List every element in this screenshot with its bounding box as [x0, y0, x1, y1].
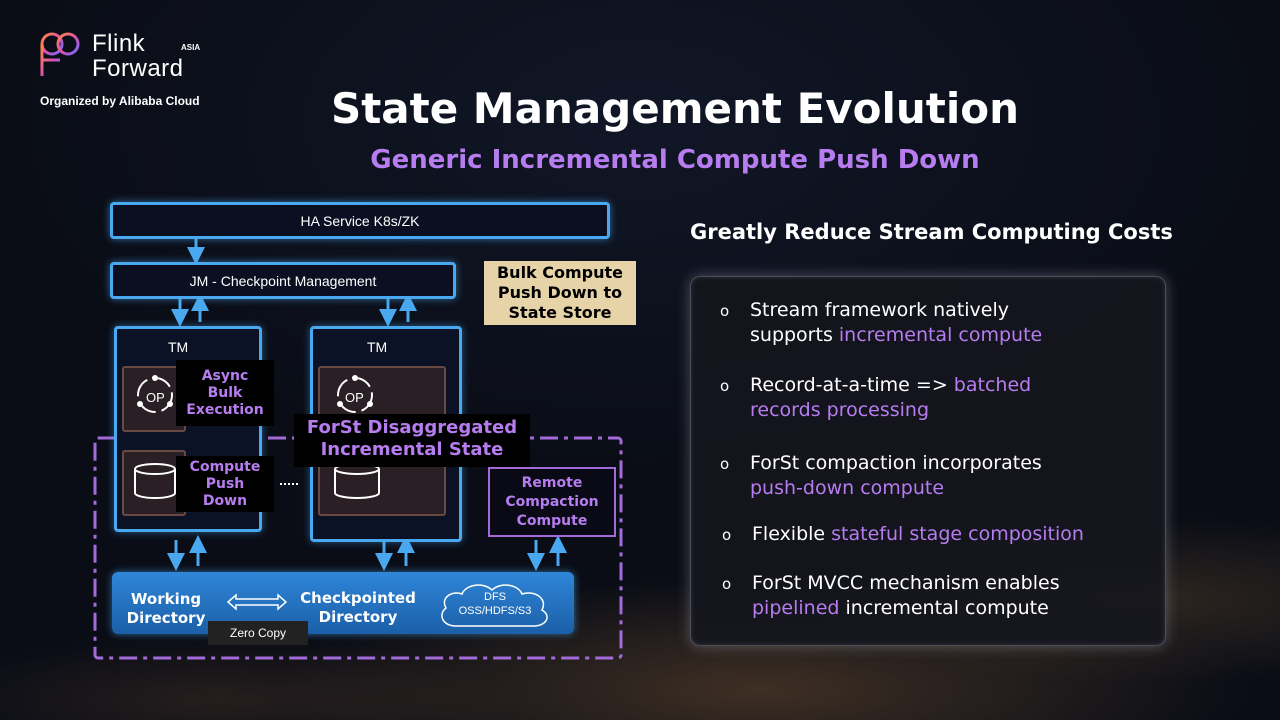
async-bulk-label: Async Bulk Execution — [176, 360, 274, 426]
ha-service-box: HA Service K8s/ZK — [110, 202, 610, 239]
forst-line2: Incremental State — [320, 439, 504, 460]
op-label-1: OP — [146, 390, 165, 405]
page-subtitle: Generic Incremental Compute Push Down — [370, 145, 980, 175]
dfs-line1: DFS — [484, 591, 506, 603]
database-icon — [334, 463, 380, 499]
compute-line1: Compute — [189, 458, 261, 475]
operator-icon — [137, 375, 173, 413]
remote-line2: Compaction — [505, 493, 599, 510]
remote-line1: Remote — [521, 474, 583, 491]
op-label-2: OP — [345, 390, 364, 405]
working-directory: Working Directory — [118, 590, 214, 628]
remote-compaction-box: Remote Compaction Compute — [488, 467, 616, 537]
jm-label: JM - Checkpoint Management — [189, 272, 377, 289]
benefit-5-line1: ForSt MVCC mechanism enables — [752, 572, 1060, 594]
logo-line1: Flink — [92, 30, 146, 57]
forst-line1: ForSt Disaggregated — [306, 417, 518, 438]
compute-line3: Down — [202, 492, 248, 509]
logo-region: ASIA — [181, 43, 201, 52]
benefit-3-line1: ForSt compaction incorporates — [750, 452, 1042, 474]
bulk-note-line2: Push Down to — [497, 283, 623, 302]
benefits-panel — [690, 276, 1166, 646]
benefit-1-line1: Stream framework natively — [750, 299, 1010, 321]
bulk-note-line1: Bulk Compute — [496, 263, 624, 282]
forst-label: ForSt Disaggregated Incremental State — [294, 414, 530, 467]
checkpointed-directory: Checkpointed Directory — [296, 589, 420, 627]
dfs-line2: OSS/HDFS/S3 — [458, 605, 532, 617]
tm-label-1: TM — [168, 339, 189, 355]
benefit-item-1: o Stream framework natively supports inc… — [720, 298, 1043, 348]
benefit-3-line2-highlight: push-down compute — [750, 477, 945, 499]
bullet-icon: o — [722, 526, 732, 544]
cloud-icon — [441, 584, 548, 627]
tm-label-2: TM — [367, 339, 388, 355]
working-line1: Working — [130, 590, 202, 608]
benefit-2-line1-highlight: batched — [953, 374, 1032, 396]
flink-forward-logo-icon — [40, 32, 80, 76]
jm-box: JM - Checkpoint Management — [110, 262, 456, 299]
dfs-label: DFS OSS/HDFS/S3 — [448, 590, 542, 618]
working-line2: Directory — [126, 609, 206, 627]
bullet-icon: o — [722, 575, 732, 593]
benefit-item-5: o ForSt MVCC mechanism enables pipelined… — [722, 571, 1060, 621]
async-line1: Async — [201, 367, 249, 384]
bullet-icon: o — [720, 302, 730, 320]
benefit-item-3: o ForSt compaction incorporates push-dow… — [720, 451, 1042, 501]
logo-organizer: Organized by Alibaba Cloud — [40, 94, 200, 108]
database-icon — [134, 463, 176, 499]
benefit-2-line2-highlight: records processing — [750, 399, 930, 421]
benefit-2-line1-text: Record-at-a-time => — [750, 374, 954, 396]
zero-copy-label: Zero Copy — [208, 621, 308, 645]
forst-region-border — [93, 436, 623, 660]
compute-line2: Push — [205, 475, 245, 492]
async-line3: Execution — [186, 401, 264, 418]
benefit-1-line2-highlight: incremental compute — [838, 324, 1043, 346]
benefit-5-line2-text: incremental compute — [839, 597, 1049, 619]
compute-push-label: Compute Push Down — [176, 456, 274, 512]
bullet-icon: o — [720, 455, 730, 473]
checkpointed-line1: Checkpointed — [300, 589, 416, 607]
benefit-4-line1-text: Flexible — [752, 523, 832, 545]
benefit-item-4: o Flexible stateful stage composition — [722, 522, 1084, 547]
benefit-1-line2-text: supports — [750, 324, 839, 346]
benefit-item-2: o Record-at-a-time => batched records pr… — [720, 373, 1032, 423]
logo-line2: Forward — [92, 55, 184, 82]
benefit-5-line2-highlight: pipelined — [752, 597, 840, 619]
remote-line3: Compute — [516, 512, 588, 529]
operator-icon — [337, 375, 373, 413]
bullet-icon: o — [720, 377, 730, 395]
page-title: State Management Evolution — [330, 84, 1020, 133]
async-line2: Bulk — [207, 384, 243, 401]
double-arrow-icon — [226, 593, 288, 611]
bulk-compute-note: Bulk Compute Push Down to State Store — [484, 261, 636, 325]
bulk-note-line3: State Store — [508, 303, 612, 322]
checkpointed-line2: Directory — [318, 608, 398, 626]
right-heading: Greatly Reduce Stream Computing Costs — [690, 220, 1173, 244]
storage-layer — [112, 572, 574, 634]
benefit-4-line1-highlight: stateful stage composition — [831, 523, 1084, 545]
ha-service-label: HA Service K8s/ZK — [300, 212, 420, 229]
